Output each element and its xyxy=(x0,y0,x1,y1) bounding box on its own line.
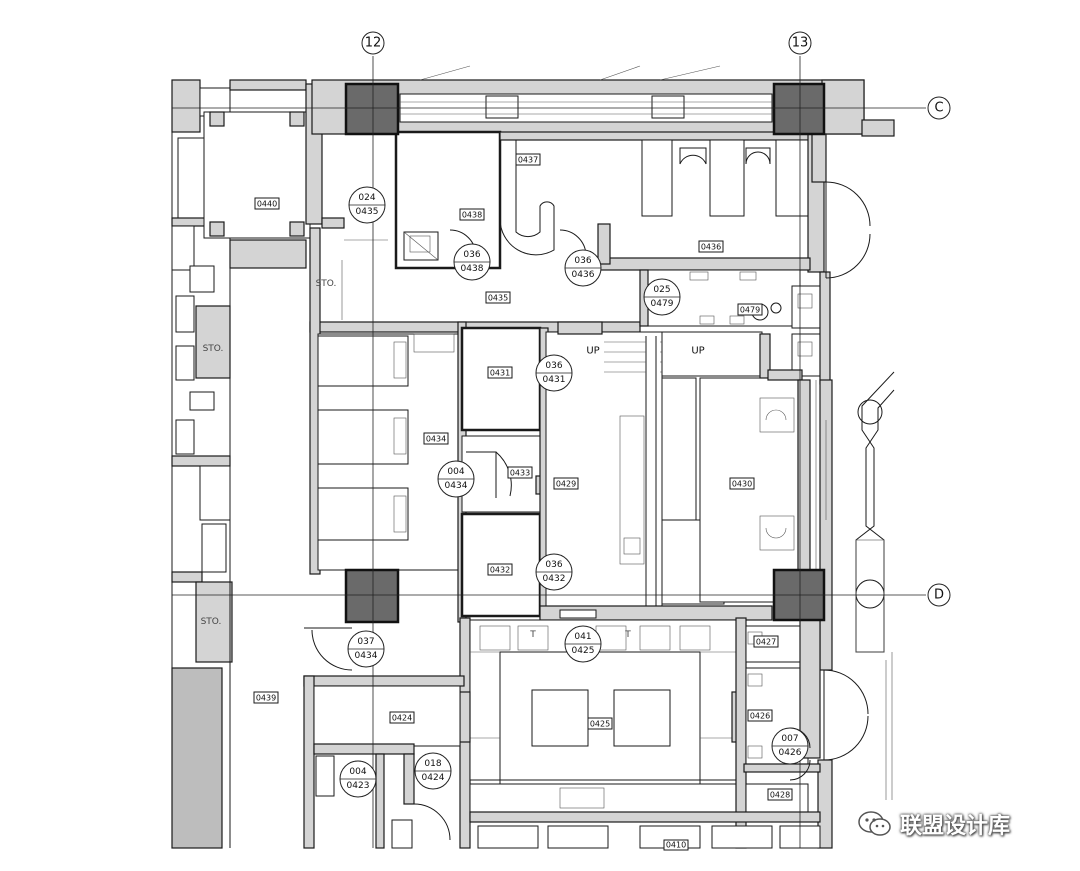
door-tag-004-0423: 004 0423 xyxy=(339,760,377,798)
door-tag-004-0434: 004 0434 xyxy=(437,460,475,498)
facade-ornaments xyxy=(855,371,895,800)
room-tag-0425: 0425 xyxy=(590,720,610,729)
svg-text:0425: 0425 xyxy=(572,646,595,656)
stair-up-label-1: UP xyxy=(586,346,599,357)
room-tag-0439: 0439 xyxy=(256,694,276,703)
door-tag-018-0424: 018 0424 xyxy=(414,752,452,790)
svg-text:007: 007 xyxy=(781,734,798,744)
door-tag-037-0434: 037 0434 xyxy=(347,630,385,668)
room-tag-0435: 0435 xyxy=(488,294,508,303)
sto-label-3: STO. xyxy=(201,617,222,627)
bottom-fragments xyxy=(469,811,821,849)
room-tag-0434: 0434 xyxy=(426,435,446,444)
room-tag-0440: 0440 xyxy=(257,200,277,209)
lower-left-rooms xyxy=(303,627,465,849)
room-tag-0426: 0426 xyxy=(750,712,770,721)
svg-text:0434: 0434 xyxy=(445,481,468,491)
grid-bubble-d: D xyxy=(927,583,951,607)
left-corridor-walls xyxy=(171,79,307,849)
room-tags: 0440 0438 0437 0436 0435 0479 0431 0433 … xyxy=(253,153,793,851)
svg-text:018: 018 xyxy=(424,759,441,769)
room-tag-0479: 0479 xyxy=(740,306,760,315)
t-label-2: T xyxy=(624,630,631,640)
sto-label-1: STO. xyxy=(316,279,337,289)
svg-text:024: 024 xyxy=(358,193,375,203)
room-tag-0410: 0410 xyxy=(666,841,686,850)
room-tag-0424: 0424 xyxy=(392,714,412,723)
svg-text:0436: 0436 xyxy=(572,270,595,280)
svg-text:0424: 0424 xyxy=(422,773,445,783)
svg-text:036: 036 xyxy=(545,361,562,371)
svg-text:0479: 0479 xyxy=(651,299,674,309)
grid-lines xyxy=(172,56,926,848)
door-tags: 024 0435 036 0438 036 0436 025 0479 036 … xyxy=(339,186,809,798)
sto-label-2: STO. xyxy=(203,344,224,354)
right-shaft xyxy=(791,271,831,385)
svg-text:0434: 0434 xyxy=(355,651,378,661)
misc-labels: STO. STO. STO. UP UP T T xyxy=(201,279,705,640)
svg-text:036: 036 xyxy=(463,250,480,260)
room-tag-0428: 0428 xyxy=(770,791,790,800)
room-tag-0427: 0427 xyxy=(756,638,776,647)
room-tag-0429: 0429 xyxy=(556,480,576,489)
room-tag-0436: 0436 xyxy=(701,243,721,252)
door-tag-036-0431: 036 0431 xyxy=(535,354,573,392)
room-tag-0433: 0433 xyxy=(510,469,530,478)
grid-label-c: C xyxy=(934,101,943,116)
t-label-1: T xyxy=(529,630,536,640)
door-tag-024-0435: 024 0435 xyxy=(348,186,386,224)
grid-label-12: 12 xyxy=(365,36,382,51)
door-tag-036-0432: 036 0432 xyxy=(535,553,573,591)
room-tag-0437: 0437 xyxy=(518,156,538,165)
watermark: 联盟设计库 xyxy=(858,806,1010,842)
door-tag-036-0438: 036 0438 xyxy=(453,243,491,281)
svg-text:0423: 0423 xyxy=(347,781,370,791)
watermark-text: 联盟设计库 xyxy=(900,814,1011,839)
svg-text:0432: 0432 xyxy=(543,574,566,584)
grid-label-d: D xyxy=(934,588,944,603)
grid-label-13: 13 xyxy=(792,36,809,51)
room-tag-0432: 0432 xyxy=(490,566,510,575)
door-tag-041-0425: 041 0425 xyxy=(564,625,602,663)
svg-text:0438: 0438 xyxy=(461,264,484,274)
room-tag-0430: 0430 xyxy=(732,480,752,489)
stair-up-label-2: UP xyxy=(691,346,704,357)
door-tag-007-0426: 007 0426 xyxy=(771,727,809,765)
grid-bubble-12: 12 xyxy=(361,31,385,55)
svg-text:0435: 0435 xyxy=(356,207,379,217)
room-tag-0431: 0431 xyxy=(490,369,510,378)
rooms-0429-0430 xyxy=(539,321,811,621)
svg-text:037: 037 xyxy=(357,637,374,647)
door-tag-036-0436: 036 0436 xyxy=(564,249,602,287)
svg-text:0426: 0426 xyxy=(779,748,802,758)
svg-text:004: 004 xyxy=(447,467,464,477)
columns xyxy=(344,82,826,624)
grid-bubble-13: 13 xyxy=(788,31,812,55)
svg-text:004: 004 xyxy=(349,767,366,777)
svg-text:036: 036 xyxy=(574,256,591,266)
wechat-icon xyxy=(858,811,891,836)
room-tag-0438: 0438 xyxy=(462,211,482,220)
svg-text:0431: 0431 xyxy=(543,375,566,385)
door-tag-025-0479: 025 0479 xyxy=(643,278,681,316)
grid-bubble-c: C xyxy=(927,96,951,120)
svg-text:036: 036 xyxy=(545,560,562,570)
svg-text:025: 025 xyxy=(653,285,670,295)
svg-text:041: 041 xyxy=(574,632,591,642)
